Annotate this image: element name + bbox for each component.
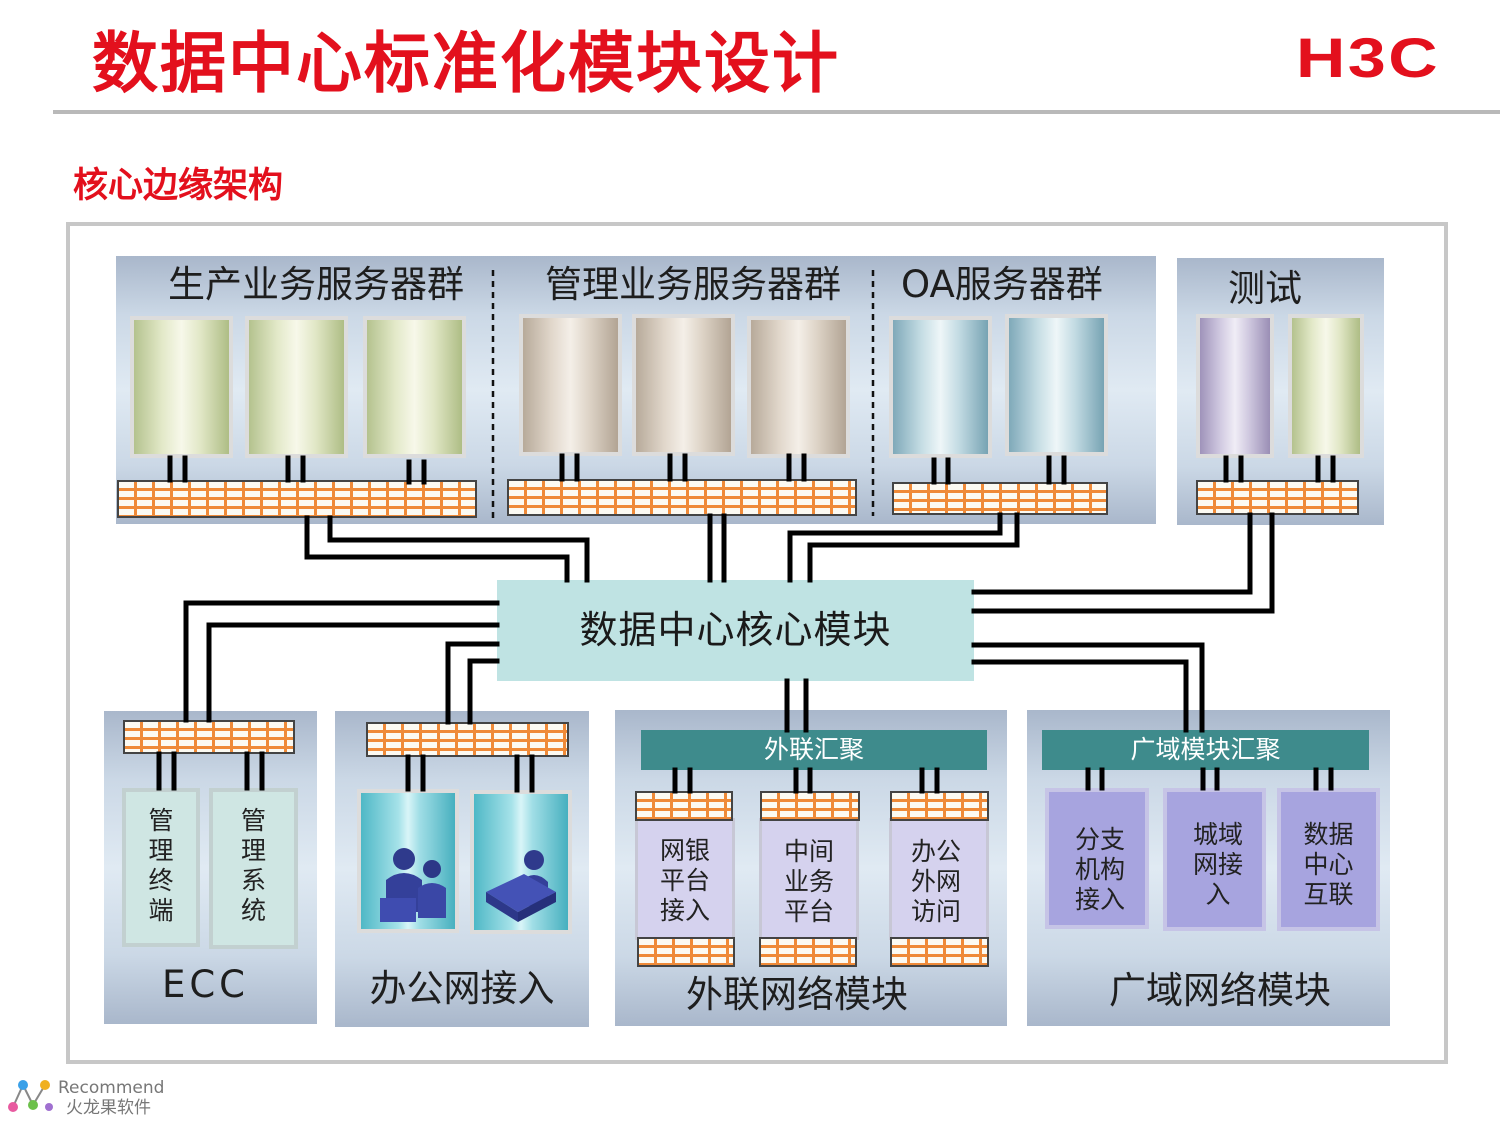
wan-item-1-box	[1045, 788, 1149, 929]
external-item-3-firewall-bottom	[890, 937, 989, 967]
wan-item-1-label: 分支 机构 接入	[1074, 825, 1125, 914]
management-servers-label: 管理业务服务器群	[545, 263, 841, 306]
office-access-firewall	[366, 722, 569, 757]
external-item-1-firewall-top	[635, 791, 733, 821]
external-item-2-firewall-bottom	[759, 937, 857, 967]
ecc-firewall	[123, 720, 295, 754]
production-server-1	[130, 316, 233, 458]
external-item-3-firewall-top	[890, 791, 989, 821]
external-item-3-label: 办公 外网 访问	[910, 837, 961, 926]
test-server-1	[1196, 314, 1274, 458]
workstation-icon	[486, 850, 556, 922]
production-server-3	[363, 316, 466, 458]
external-item-1-firewall-bottom	[637, 937, 735, 967]
wan-item-2-label: 城域 网接 入	[1192, 820, 1243, 909]
oa-server-1	[889, 316, 992, 458]
recommend-logo-icon	[8, 1080, 53, 1112]
ecc-system-label: 管 理 系 统	[240, 806, 266, 925]
production-servers-label: 生产业务服务器群	[168, 263, 464, 306]
oa-server-2	[1005, 314, 1108, 456]
section-subtitle: 核心边缘架构	[73, 166, 284, 206]
test-firewall	[1196, 480, 1359, 515]
management-server-1	[519, 314, 622, 456]
external-item-2-firewall-top	[760, 791, 860, 821]
datacenter-core-module: 数据中心核心模块	[497, 580, 974, 681]
oa-servers-label: OA服务器群	[901, 263, 1103, 306]
test-server-2	[1288, 314, 1364, 458]
external-item-2-box	[759, 818, 859, 940]
management-server-3	[747, 316, 850, 458]
office-access-label: 办公网接入	[369, 967, 555, 1010]
ecc-label: ECC	[161, 963, 250, 1006]
test-label: 测试	[1228, 267, 1302, 310]
ecc-management-terminal	[122, 788, 200, 947]
h3c-logo: H3C	[1296, 26, 1440, 89]
wan-module-label: 广域网络模块	[1109, 969, 1331, 1012]
external-item-2-label: 中间 业务 平台	[783, 837, 834, 926]
title-divider	[53, 110, 1500, 114]
oa-firewall	[892, 482, 1108, 515]
page-title: 数据中心标准化模块设计	[92, 25, 840, 102]
external-aggregation: 外联汇聚	[641, 730, 987, 770]
external-item-1-label: 网银 平台 接入	[659, 836, 710, 925]
production-firewall	[117, 480, 477, 518]
management-firewall	[507, 479, 857, 516]
external-module-label: 外联网络模块	[686, 973, 908, 1016]
wan-aggregation: 广域模块汇聚	[1042, 730, 1369, 770]
management-server-2	[632, 314, 735, 456]
watermark-line2: 火龙果软件	[66, 1098, 151, 1118]
wan-item-3-label: 数据 中心 互联	[1303, 820, 1354, 909]
production-server-2	[245, 316, 348, 458]
user-group-icon	[380, 848, 446, 922]
ecc-terminal-label: 管 理 终 端	[148, 806, 174, 925]
watermark-line1: Recommend	[58, 1078, 165, 1098]
wan-item-3-box	[1277, 788, 1380, 931]
ecc-management-system	[209, 788, 298, 949]
